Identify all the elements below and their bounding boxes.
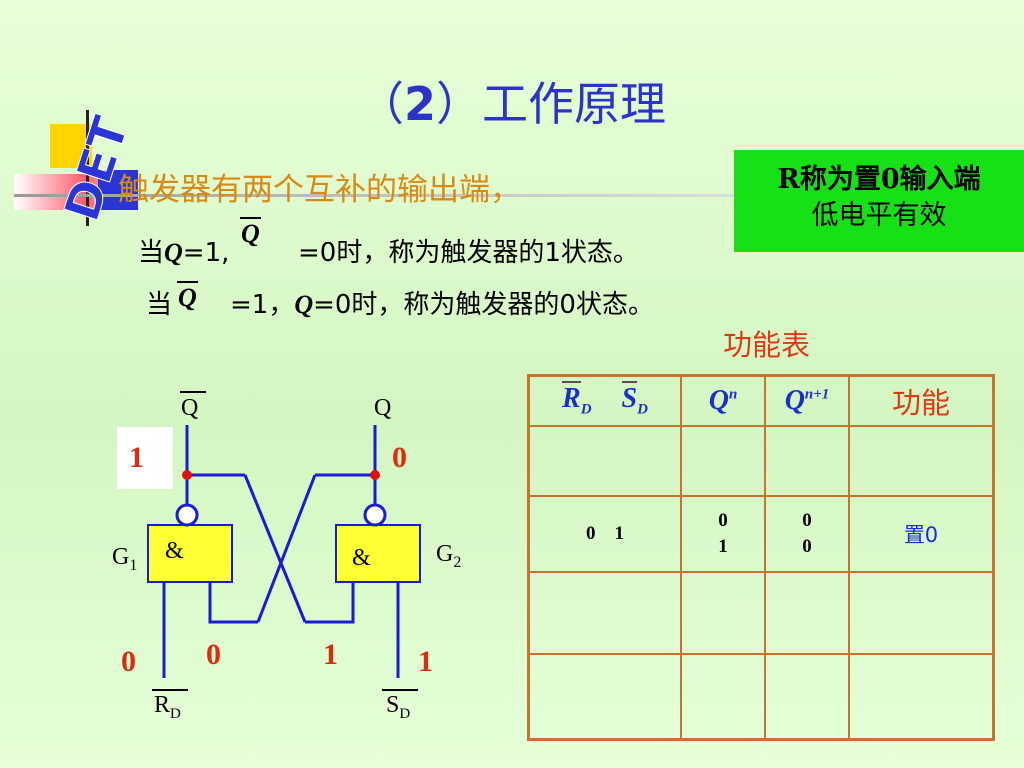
node-g1 — [182, 470, 192, 480]
g1-feedback-value: 0 — [206, 638, 221, 671]
logo-blue-square — [98, 170, 138, 210]
gate-g2-symbol: & — [352, 545, 371, 571]
sd-input-label: SD — [386, 692, 411, 722]
wire-g1-input-b — [208, 582, 258, 624]
gate-g1-symbol: & — [165, 538, 184, 564]
header-rd: RD — [562, 380, 592, 418]
qbar-value-highlight — [117, 427, 173, 489]
rd-input-label: RD — [154, 692, 181, 722]
qbar-output-value: 1 — [129, 441, 144, 474]
gate-g2 — [335, 524, 421, 583]
function-table-title: 功能表 — [723, 328, 811, 362]
page-title: （2）工作原理 — [357, 77, 666, 131]
table-row — [527, 424, 995, 497]
logo-yellow-square — [50, 124, 92, 168]
node-g2 — [370, 470, 380, 480]
table-row — [527, 652, 995, 741]
gate-g2-inverter-bubble — [363, 503, 387, 527]
qbar-output-label: Q — [181, 395, 199, 421]
wire-cross-2 — [256, 474, 317, 623]
note-line-2: 低电平有效 — [811, 200, 947, 231]
state-line-2-qbar: Q — [177, 281, 198, 312]
rd-input-value: 0 — [121, 645, 136, 678]
note-box: R称为置0输入端 低电平有效 — [734, 150, 1024, 252]
det-logo: DET — [14, 110, 744, 228]
g2-feedback-value: 1 — [323, 638, 338, 671]
header-function: 功能 — [848, 374, 995, 427]
gate-g1 — [147, 524, 233, 583]
logo-horizontal-line — [14, 194, 744, 197]
gate-g2-label: G2 — [436, 541, 462, 571]
q-output-value: 0 — [392, 441, 407, 474]
header-sd: SD — [621, 380, 648, 418]
wire-g2-input-a — [305, 582, 355, 624]
logo-vertical-line — [86, 110, 89, 226]
header-qn1: Qn+1 — [764, 374, 850, 427]
state-line-1: 当Q=1, — [138, 238, 230, 268]
state-line-2-prefix: 当 — [146, 290, 173, 320]
gate-g1-label: G1 — [112, 544, 138, 574]
state-line-1-qbar: Q — [240, 217, 261, 248]
gate-g1-inverter-bubble — [175, 503, 199, 527]
table-header-row: RD SD Qn Qn+1 功能 — [527, 374, 995, 427]
note-line-1: R称为置0输入端 — [777, 164, 981, 195]
table-row — [527, 570, 995, 655]
header-qn: Qn — [680, 374, 766, 427]
wire-cross-1 — [243, 474, 307, 623]
sd-input-value: 1 — [418, 645, 433, 678]
q-output-label: Q — [374, 395, 392, 421]
state-line-2-rest: =1，Q=0时，称为触发器的0状态。 — [230, 290, 654, 320]
subtitle: 触发器有两个互补的输出端， — [118, 172, 521, 208]
state-line-1-rest: =0时，称为触发器的1状态。 — [298, 238, 639, 268]
header-rd-sd: RD SD — [527, 374, 682, 427]
